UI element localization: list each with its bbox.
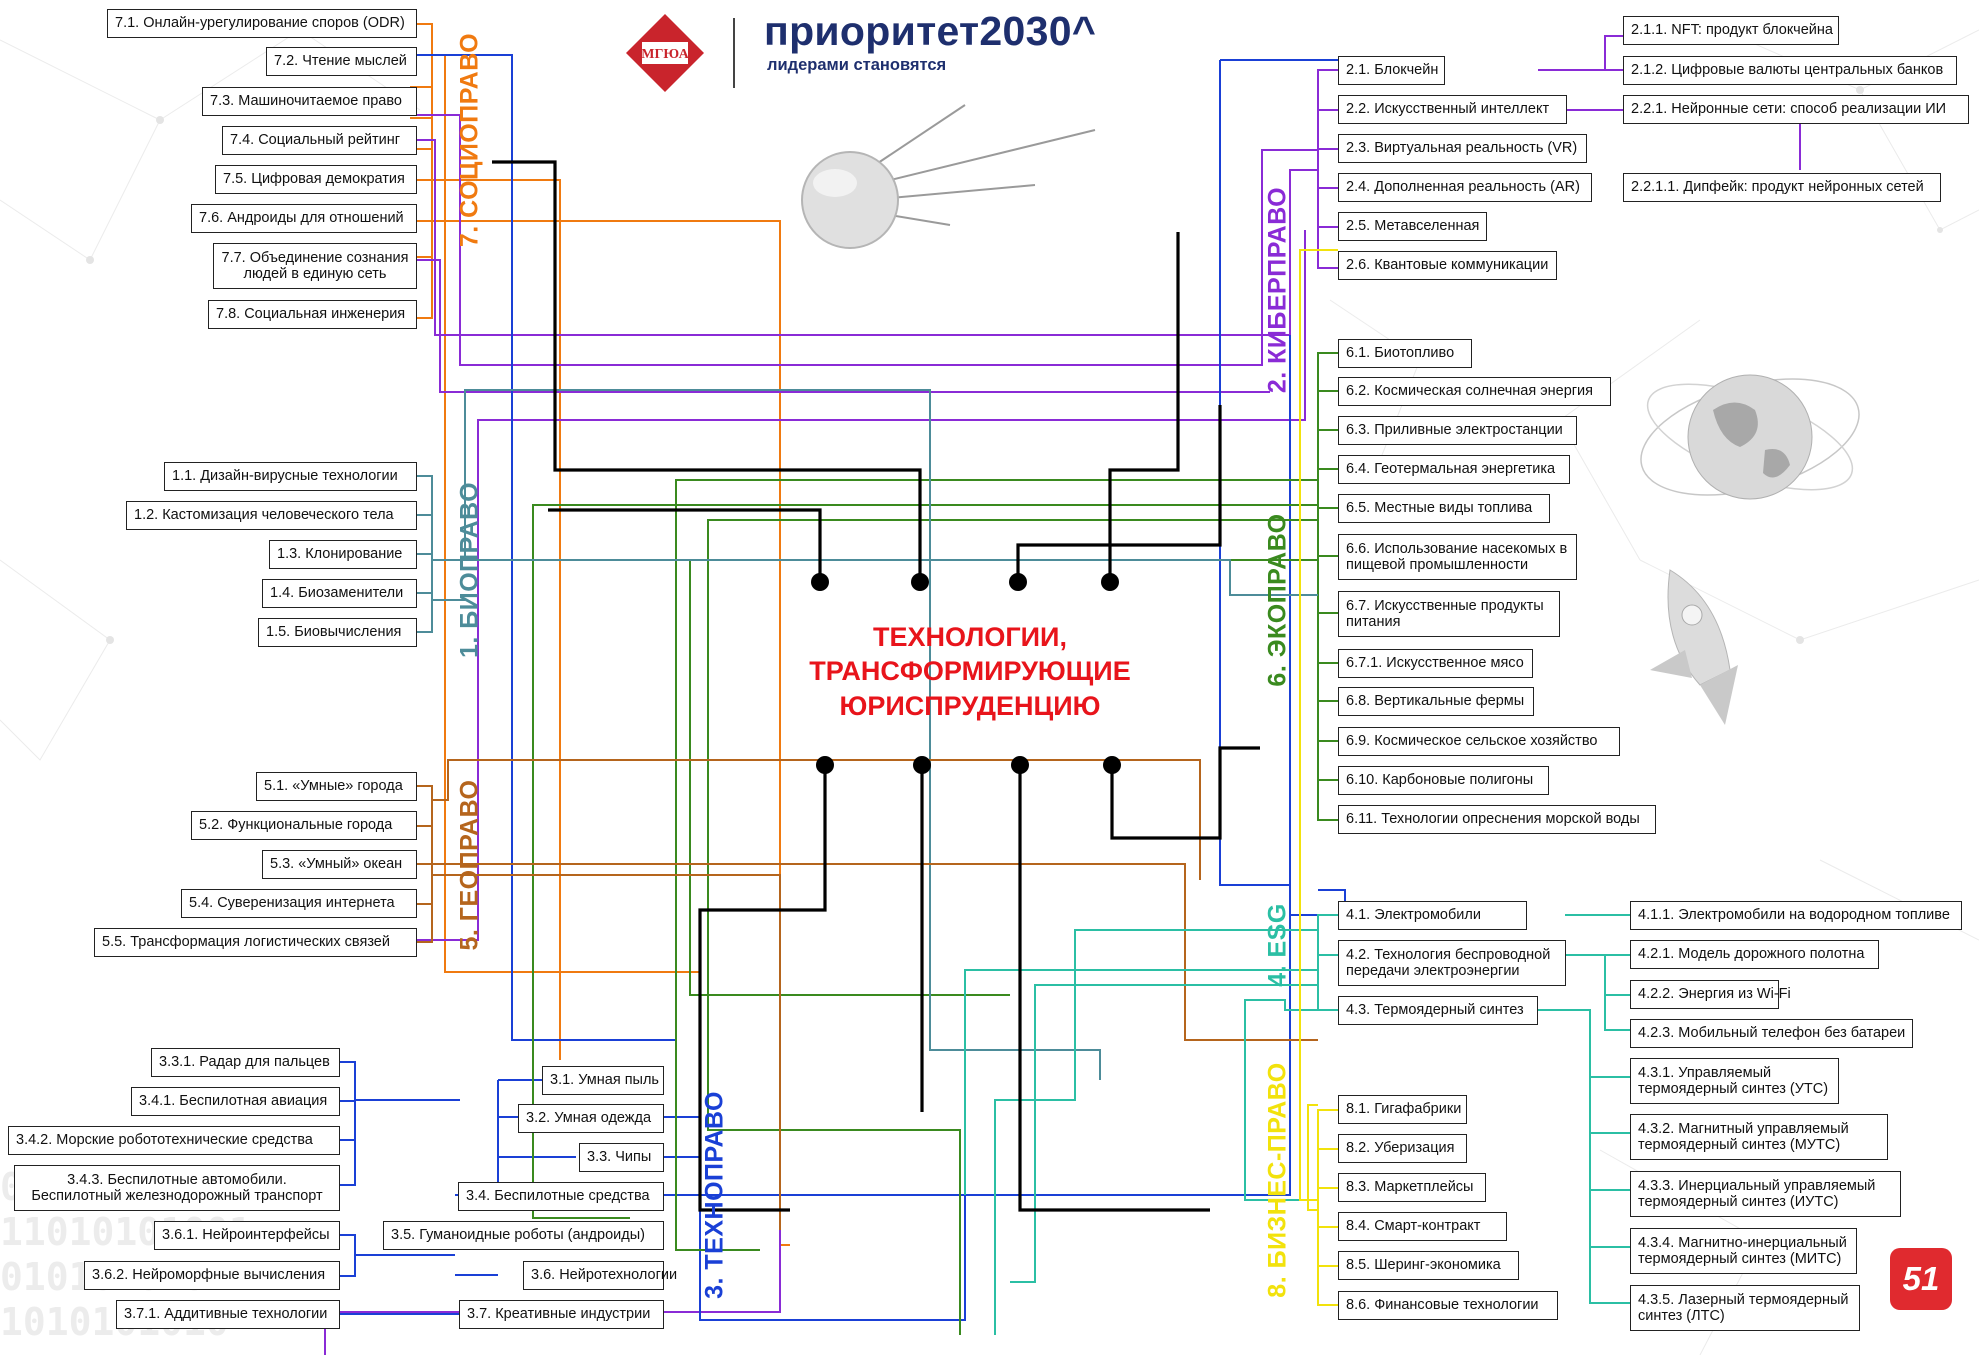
- cyber-item: 2.6. Квантовые коммуникации: [1338, 251, 1557, 280]
- socio-item: 7.6. Андроиды для отношений: [191, 204, 417, 233]
- logo-divider: [733, 18, 735, 88]
- eco-item: 6.7.1. Искусственное мясо: [1338, 649, 1533, 678]
- branch-title-esg: 4. ESG: [1263, 903, 1292, 987]
- techno-item: 3.3. Чипы: [579, 1143, 664, 1172]
- rocket-illustration: [1650, 569, 1738, 725]
- bio-item: 1.5. Биовычисления: [258, 618, 417, 647]
- bio-item: 1.2. Кастомизация человеческого тела: [126, 501, 417, 530]
- esg-item: 4.1. Электромобили: [1338, 901, 1527, 930]
- business-item: 8.1. Гигафабрики: [1338, 1095, 1467, 1124]
- esg-sub-item: 4.3.3. Инерциальный управляемый термояде…: [1630, 1171, 1901, 1217]
- cyber-item: 2.1. Блокчейн: [1338, 56, 1445, 85]
- techno-sub-item: 3.4.2. Морские робототехнические средств…: [8, 1126, 340, 1155]
- socio-item: 7.8. Социальная инженерия: [208, 300, 417, 329]
- techno-item: 3.2. Умная одежда: [518, 1104, 664, 1133]
- bio-item: 1.1. Дизайн-вирусные технологии: [164, 462, 417, 491]
- branch-title-eco: 6. ЭКОПРАВО: [1263, 513, 1292, 687]
- eco-item: 6.3. Приливные электростанции: [1338, 416, 1577, 445]
- program-subtitle: лидерами становятся: [767, 56, 947, 74]
- eco-item: 6.2. Космическая солнечная энергия: [1338, 377, 1611, 406]
- eco-item: 6.7. Искусственные продукты питания: [1338, 591, 1560, 637]
- socio-item: 7.3. Машиночитаемое право: [202, 87, 417, 116]
- branch-title-cyber: 2. КИБЕРПРАВО: [1263, 186, 1292, 394]
- branch-title-techno: 3. ТЕХНОПРАВО: [700, 1091, 729, 1299]
- branch-title-bio: 1. БИОПРАВО: [455, 481, 484, 659]
- globe-illustration: [1640, 374, 1860, 500]
- business-item: 8.4. Смарт-контракт: [1338, 1212, 1507, 1241]
- techno-sub-item: 3.7.1. Аддитивные технологии: [116, 1300, 340, 1329]
- techno-sub-item: 3.6.1. Нейроинтерфейсы: [154, 1221, 340, 1250]
- techno-sub-item: 3.6.2. Нейроморфные вычисления: [84, 1261, 340, 1290]
- esg-sub-item: 4.3.2. Магнитный управляемый термоядерны…: [1630, 1114, 1888, 1160]
- esg-item: 4.3. Термоядерный синтез: [1338, 996, 1538, 1025]
- eco-item: 6.9. Космическое сельское хозяйство: [1338, 727, 1620, 756]
- geo-item: 5.3. «Умный» океан: [262, 850, 417, 879]
- business-item: 8.2. Уберизация: [1338, 1134, 1467, 1163]
- branch-title-geo: 5. ГЕОПРАВО: [455, 779, 484, 951]
- socio-item: 7.2. Чтение мыслей: [266, 47, 417, 76]
- socio-item: 7.4. Социальный рейтинг: [222, 126, 417, 155]
- esg-connectors: [964, 914, 1630, 1335]
- socio-item: 7.5. Цифровая демократия: [215, 165, 417, 194]
- techno-item: 3.4. Беспилотные средства: [458, 1182, 664, 1211]
- geo-item: 5.1. «Умные» города: [256, 772, 417, 801]
- geo-item: 5.2. Функциональные города: [191, 811, 417, 840]
- branch-title-socio: 7. СОЦИОПРАВО: [455, 32, 484, 248]
- techno-sub-item: 3.4.3. Беспилотные автомобили. Беспилотн…: [14, 1165, 340, 1211]
- bio-item: 1.4. Биозаменители: [262, 579, 417, 608]
- svg-text:МГЮА: МГЮА: [641, 47, 689, 62]
- cyber-sub-item: 2.1.2. Цифровые валюты центральных банко…: [1623, 56, 1957, 85]
- esg-sub-item: 4.3.5. Лазерный термоядерный синтез (ЛТС…: [1630, 1285, 1860, 1331]
- eco-item: 6.8. Вертикальные фермы: [1338, 687, 1534, 716]
- eco-item: 6.5. Местные виды топлива: [1338, 494, 1550, 523]
- cyber-item: 2.3. Виртуальная реальность (VR): [1338, 134, 1587, 163]
- cyber-sub-item: 2.1.1. NFT: продукт блокчейна: [1623, 16, 1839, 45]
- core-connectors: [492, 160, 1260, 1212]
- branch-title-business: 8. БИЗНЕС-ПРАВО: [1263, 1062, 1292, 1298]
- eco-item: 6.1. Биотопливо: [1338, 339, 1472, 368]
- esg-sub-item: 4.3.1. Управляемый термоядерный синтез (…: [1630, 1058, 1839, 1104]
- socio-item: 7.1. Онлайн-урегулирование споров (ODR): [107, 9, 417, 38]
- esg-sub-item: 4.2.1. Модель дорожного полотна: [1630, 940, 1879, 969]
- page-number: 51: [1890, 1248, 1952, 1310]
- eco-item: 6.10. Карбоновые полигоны: [1338, 766, 1549, 795]
- cyber-sub-item: 2.2.1.1. Дипфейк: продукт нейронных сете…: [1623, 173, 1941, 202]
- esg-sub-item: 4.1.1. Электромобили на водородном топли…: [1630, 901, 1962, 930]
- sputnik-illustration: [801, 104, 1096, 249]
- geo-item: 5.5. Трансформация логистических связей: [94, 928, 417, 957]
- cyber-connectors: [324, 35, 1801, 1355]
- cyber-item: 2.2. Искусственный интеллект: [1338, 95, 1567, 124]
- bio-item: 1.3. Клонирование: [269, 540, 417, 569]
- techno-item: 3.6. Нейротехнологии: [523, 1261, 677, 1290]
- techno-item: 3.1. Умная пыль: [542, 1066, 664, 1095]
- esg-sub-item: 4.3.4. Магнитно-инерциальный термоядерны…: [1630, 1228, 1857, 1274]
- eco-item: 6.4. Геотермальная энергетика: [1338, 455, 1570, 484]
- techno-item: 3.5. Гуманоидные роботы (андроиды): [383, 1221, 664, 1250]
- business-item: 8.3. Маркетплейсы: [1338, 1173, 1486, 1202]
- eco-item: 6.11. Технологии опреснения морской воды: [1338, 805, 1656, 834]
- eco-item: 6.6. Использование насекомых в пищевой п…: [1338, 534, 1577, 580]
- program-title: приоритет2030^: [764, 8, 1097, 54]
- cyber-item: 2.4. Дополненная реальность (AR): [1338, 173, 1592, 202]
- socio-item: 7.7. Объединение сознания людей в единую…: [213, 243, 417, 289]
- bio-connectors: [410, 389, 1318, 1080]
- business-item: 8.5. Шеринг-экономика: [1338, 1251, 1519, 1280]
- techno-sub-item: 3.4.1. Беспилотная авиация: [131, 1087, 340, 1116]
- techno-sub-item: 3.3.1. Радар для пальцев: [151, 1048, 340, 1077]
- mgua-logo: МГЮА: [626, 14, 704, 92]
- techno-item: 3.7. Креативные индустрии: [459, 1300, 664, 1329]
- business-item: 8.6. Финансовые технологии: [1338, 1291, 1558, 1320]
- core-dots: [811, 573, 1121, 774]
- cyber-sub-item: 2.2.1. Нейронные сети: способ реализации…: [1623, 95, 1969, 124]
- cyber-item: 2.5. Метавселенная: [1338, 212, 1487, 241]
- business-connectors: [1299, 249, 1338, 1306]
- esg-sub-item: 4.2.3. Мобильный телефон без батареи: [1630, 1019, 1913, 1048]
- geo-connectors: [410, 759, 1318, 1230]
- geo-item: 5.4. Суверенизация интернета: [181, 889, 417, 918]
- esg-item: 4.2. Технология беспроводной передачи эл…: [1338, 940, 1566, 986]
- center-title: ТЕХНОЛОГИИ, ТРАНСФОРМИРУЮЩИЕ ЮРИСПРУДЕНЦ…: [809, 622, 1131, 721]
- esg-sub-item: 4.2.2. Энергия из Wi-Fi: [1630, 980, 1791, 1009]
